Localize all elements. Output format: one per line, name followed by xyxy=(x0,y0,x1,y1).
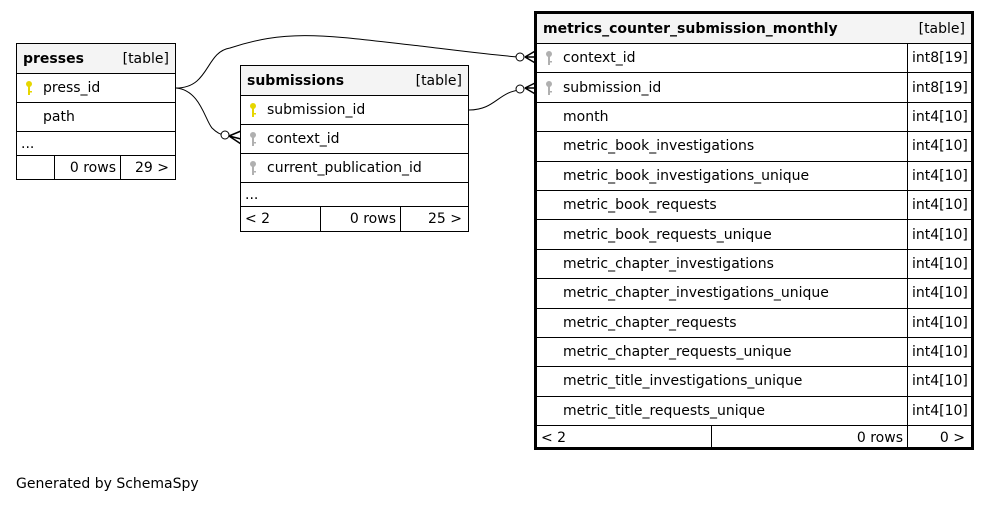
column-name: metric_book_investigations xyxy=(563,138,755,155)
table-metrics-counter-submission-monthly[interactable]: metrics_counter_submission_monthly [tabl… xyxy=(534,11,974,450)
table-name: metrics_counter_submission_monthly xyxy=(543,20,838,37)
column-name: month xyxy=(563,108,609,125)
relation-submissions-metrics xyxy=(468,89,521,111)
row-count: 0 rows xyxy=(712,426,908,450)
table-kind: [table] xyxy=(122,50,169,67)
column-row[interactable]: metric_book_requests int4[10] xyxy=(537,190,971,221)
relation-presses-metrics xyxy=(175,35,521,89)
more-columns-ellipsis: ... xyxy=(17,132,175,156)
column-name: metric_title_requests_unique xyxy=(563,402,765,419)
foreign-key-icon xyxy=(546,80,552,95)
column-type: int8[19] xyxy=(907,73,968,102)
column-row-press-id[interactable]: press_id xyxy=(17,74,175,103)
column-row[interactable]: month int4[10] xyxy=(537,102,971,133)
column-name: metric_chapter_requests_unique xyxy=(563,344,792,361)
row-count: 0 rows xyxy=(55,156,121,179)
primary-key-icon xyxy=(26,81,32,95)
column-row[interactable]: metric_chapter_investigations_unique int4… xyxy=(537,279,971,309)
table-footer: 0 rows 29 > xyxy=(17,156,175,179)
column-type: int4[10] xyxy=(907,337,968,367)
children-count[interactable]: 25 > xyxy=(428,211,462,227)
parents-count[interactable] xyxy=(17,156,55,179)
row-count: 0 rows xyxy=(321,207,401,231)
column-row[interactable]: metric_book_investigations_unique int4[10… xyxy=(537,161,971,191)
primary-key-icon xyxy=(250,103,256,117)
column-type: int4[10] xyxy=(907,161,968,190)
table-kind: [table] xyxy=(415,72,462,89)
column-type: int4[10] xyxy=(907,396,968,426)
column-row[interactable]: metric_book_requests_unique int4[10] xyxy=(537,220,971,250)
relation-submissions-metrics-optional-marker xyxy=(515,84,525,94)
column-name: submission_id xyxy=(267,102,366,118)
table-submissions[interactable]: submissions [table] submission_id contex… xyxy=(240,65,469,232)
column-row[interactable]: metric_title_investigations_unique int4[1… xyxy=(537,367,971,397)
foreign-key-icon xyxy=(250,132,256,146)
table-header: presses [table] xyxy=(17,44,175,74)
column-row[interactable]: metric_chapter_investigations int4[10] xyxy=(537,249,971,280)
column-row[interactable]: metric_title_requests_unique int4[10] xyxy=(537,396,971,427)
column-name: press_id xyxy=(43,80,101,96)
column-name: path xyxy=(43,109,75,125)
column-row[interactable]: metric_chapter_requests int4[10] xyxy=(537,308,971,338)
table-kind: [table] xyxy=(918,20,965,37)
column-name: metric_book_requests_unique xyxy=(563,226,772,243)
column-type: int4[10] xyxy=(907,249,968,279)
column-name: metric_chapter_requests xyxy=(563,314,737,331)
column-row-context-id[interactable]: context_id xyxy=(241,125,468,154)
column-row[interactable]: metric_chapter_requests_unique int4[10] xyxy=(537,337,971,368)
column-name: metric_chapter_investigations_unique xyxy=(563,285,829,302)
column-name: metric_title_investigations_unique xyxy=(563,373,803,390)
parents-count[interactable]: < 2 xyxy=(241,207,321,231)
relation-presses-submissions-optional-marker xyxy=(220,130,230,140)
column-name: submission_id xyxy=(563,79,662,96)
table-name: submissions xyxy=(247,72,345,89)
column-type: int4[10] xyxy=(907,190,968,220)
column-row[interactable]: submission_id int8[19] xyxy=(537,73,971,103)
table-presses[interactable]: presses [table] press_id path ... 0 rows… xyxy=(16,43,176,180)
children-count[interactable]: 29 > xyxy=(135,159,169,176)
column-name: metric_book_requests xyxy=(563,197,717,214)
column-type: int4[10] xyxy=(907,367,968,396)
more-columns-ellipsis: ... xyxy=(241,183,468,207)
column-type: int4[10] xyxy=(907,220,968,249)
table-footer: < 2 0 rows 0 > xyxy=(537,426,971,450)
column-name: context_id xyxy=(563,50,636,67)
table-header: submissions [table] xyxy=(241,66,468,96)
column-row-path[interactable]: path xyxy=(17,103,175,132)
column-type: int4[10] xyxy=(907,102,968,132)
table-name: presses xyxy=(23,50,84,67)
column-name: current_publication_id xyxy=(267,160,422,176)
column-name: context_id xyxy=(267,131,340,147)
generated-by-label: Generated by SchemaSpy xyxy=(16,476,199,492)
table-footer: < 2 0 rows 25 > xyxy=(241,207,468,231)
column-name: metric_chapter_investigations xyxy=(563,255,774,272)
column-type: int4[10] xyxy=(907,279,968,308)
column-row[interactable]: context_id int8[19] xyxy=(537,44,971,74)
foreign-key-icon xyxy=(546,51,552,66)
column-type: int4[10] xyxy=(907,308,968,337)
relation-presses-submissions-crowfoot xyxy=(228,130,242,145)
children-count[interactable]: 0 > xyxy=(939,429,965,446)
table-header: metrics_counter_submission_monthly [tabl… xyxy=(537,14,971,44)
column-row-current-publication-id[interactable]: current_publication_id xyxy=(241,154,468,183)
column-row[interactable]: metric_book_investigations int4[10] xyxy=(537,132,971,162)
foreign-key-icon xyxy=(250,161,256,175)
column-type: int8[19] xyxy=(907,44,968,73)
column-name: metric_book_investigations_unique xyxy=(563,167,810,184)
parents-count[interactable]: < 2 xyxy=(537,426,712,450)
relation-presses-metrics-optional-marker xyxy=(515,52,525,62)
relation-presses-submissions xyxy=(175,87,226,136)
column-row-submission-id[interactable]: submission_id xyxy=(241,96,468,125)
column-type: int4[10] xyxy=(907,132,968,161)
